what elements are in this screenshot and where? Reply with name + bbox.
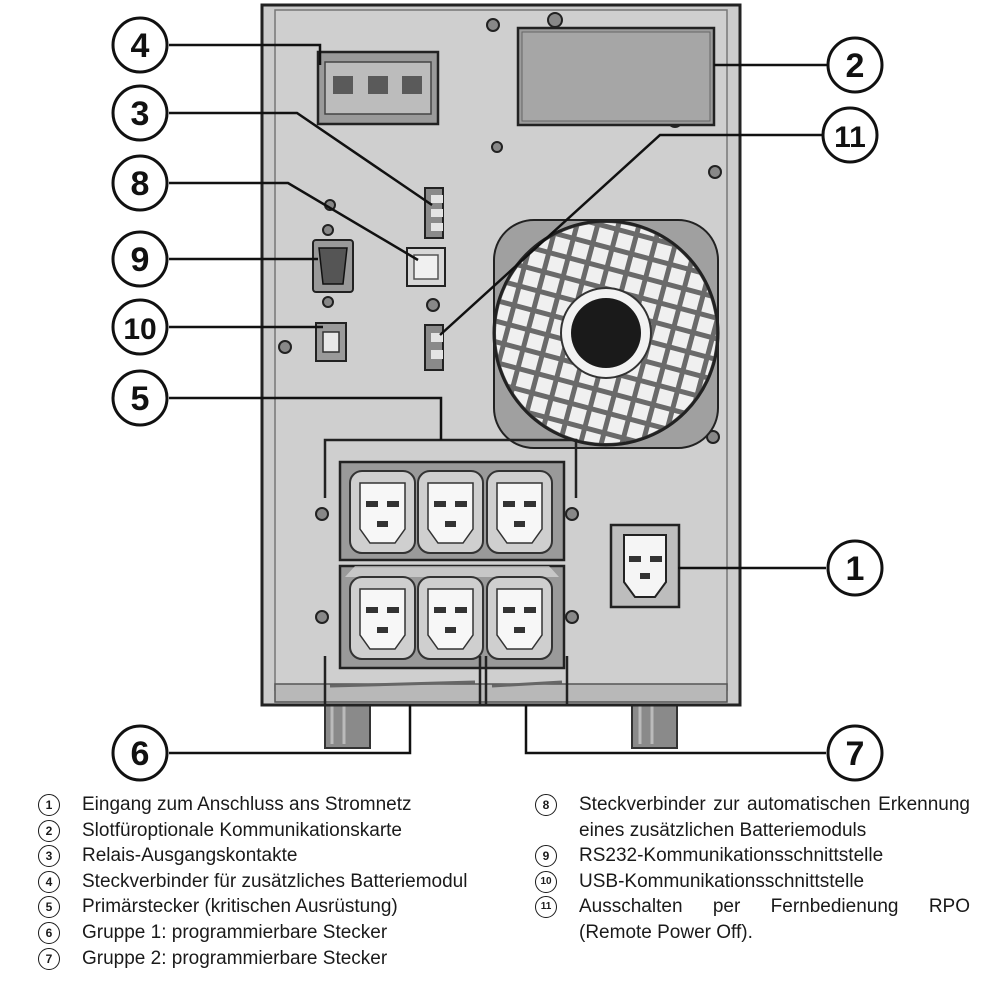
legend-item-1: 1 Eingang zum Anschluss ans Stromnetz bbox=[38, 792, 478, 818]
legend-text: Relais-Ausgangskontakte bbox=[82, 845, 298, 867]
legend-num: 9 bbox=[535, 845, 557, 868]
legend-text: Gruppe 1: programmierbare Stecker bbox=[82, 921, 388, 943]
outlet-receptacle bbox=[417, 470, 484, 554]
legend-left: 1 Eingang zum Anschluss ans Stromnetz 2 Sl… bbox=[38, 792, 478, 971]
legend-item-8: 8 Steckverbinder zur automatischen Erkenn… bbox=[535, 792, 970, 843]
callout-label: 2 bbox=[846, 47, 865, 85]
callout-markers: 1 2 3 4 5 6 7 8 9 10 11 bbox=[111, 16, 884, 782]
legend-text: USB-Kommunikationsschnittstelle bbox=[579, 870, 865, 892]
legend-num: 4 bbox=[38, 870, 60, 893]
communication-card-slot bbox=[516, 26, 716, 127]
usb-port bbox=[315, 322, 347, 362]
legend-text: Steckverbinder für zusätzliches Batterie… bbox=[82, 870, 468, 892]
legend-item-7: 7 Gruppe 2: programmierbare Stecker bbox=[38, 946, 478, 972]
callout-10: 10 bbox=[111, 298, 169, 356]
legend-num: 6 bbox=[38, 921, 60, 944]
legend-num: 8 bbox=[535, 794, 557, 816]
legend-num: 1 bbox=[38, 794, 60, 816]
legend-item-2: 2 Slotfüroptionale Kommunikationskarte bbox=[38, 818, 478, 844]
callout-7: 7 bbox=[826, 724, 884, 782]
battery-module-connector bbox=[316, 50, 440, 126]
outlet-receptacle bbox=[349, 576, 416, 660]
callout-9: 9 bbox=[111, 230, 169, 288]
legend-item-5: 5 Primärstecker (kritischen Ausrüstung) bbox=[38, 894, 478, 920]
legend-num: 2 bbox=[38, 819, 60, 842]
legend-right: 8 Steckverbinder zur automatischen Erkenn… bbox=[535, 792, 970, 946]
callout-label: 5 bbox=[131, 380, 150, 418]
relay-output-contacts bbox=[424, 187, 444, 239]
callout-label: 6 bbox=[131, 735, 150, 773]
callout-1: 1 bbox=[826, 539, 884, 597]
callout-6: 6 bbox=[111, 724, 169, 782]
callout-label: 4 bbox=[131, 27, 150, 65]
legend-text: Primärstecker (kritischen Ausrüstung) bbox=[82, 896, 398, 918]
ups-rear-panel-diagram: 1 2 3 4 5 6 7 8 9 10 11 bbox=[111, 3, 884, 782]
callout-4: 4 bbox=[111, 16, 169, 74]
callout-label: 1 bbox=[846, 550, 865, 588]
leader-lines bbox=[169, 43, 828, 755]
callout-label: 10 bbox=[123, 313, 156, 346]
outlet-receptacle bbox=[417, 576, 484, 660]
callout-11: 11 bbox=[821, 106, 879, 164]
outlet-receptacle bbox=[486, 576, 553, 660]
legend-item-9: 9 RS232-Kommunikationsschnittstelle bbox=[535, 843, 970, 869]
legend-item-6: 6 Gruppe 1: programmierbare Stecker bbox=[38, 920, 478, 946]
legend-num: 3 bbox=[38, 845, 60, 868]
rs232-port bbox=[312, 224, 354, 308]
outlet-receptacles bbox=[349, 470, 553, 660]
callout-label: 9 bbox=[131, 241, 150, 279]
callout-2: 2 bbox=[826, 36, 884, 94]
legend-num: 5 bbox=[38, 896, 60, 919]
legend-num: 11 bbox=[535, 896, 557, 919]
callout-label: 7 bbox=[846, 735, 865, 773]
legend-item-11: 11 Ausschalten per Fernbedienung RPO (Rem… bbox=[535, 894, 970, 945]
legend-text: Steckverbinder zur automatischen Erkennu… bbox=[579, 794, 970, 841]
outlet-receptacle bbox=[486, 470, 553, 554]
callout-label: 3 bbox=[131, 95, 150, 133]
legend-text: Slotfüroptionale Kommunikationskarte bbox=[82, 819, 403, 841]
callout-8: 8 bbox=[111, 154, 169, 212]
battery-detection-connector bbox=[406, 247, 446, 287]
cooling-fan bbox=[492, 219, 720, 449]
power-inlet bbox=[609, 523, 681, 609]
legend-num: 10 bbox=[535, 870, 557, 893]
legend-text: Ausschalten per Fernbedienung RPO (Remot… bbox=[579, 896, 970, 943]
callout-label: 8 bbox=[131, 165, 150, 203]
callout-5: 5 bbox=[111, 369, 169, 427]
legend-text: Gruppe 2: programmierbare Stecker bbox=[82, 947, 388, 969]
legend-text: Eingang zum Anschluss ans Stromnetz bbox=[82, 794, 412, 815]
outlet-receptacle bbox=[349, 470, 416, 554]
legend-item-4: 4 Steckverbinder für zusätzliches Batteri… bbox=[38, 869, 478, 895]
legend-item-10: 10 USB-Kommunikationsschnittstelle bbox=[535, 869, 970, 895]
callout-label: 11 bbox=[834, 121, 866, 154]
callout-3: 3 bbox=[111, 84, 169, 142]
legend-num: 7 bbox=[38, 947, 60, 970]
legend-item-3: 3 Relais-Ausgangskontakte bbox=[38, 843, 478, 869]
legend-text: RS232-Kommunikationsschnittstelle bbox=[579, 845, 884, 867]
rpo-connector bbox=[424, 324, 444, 371]
